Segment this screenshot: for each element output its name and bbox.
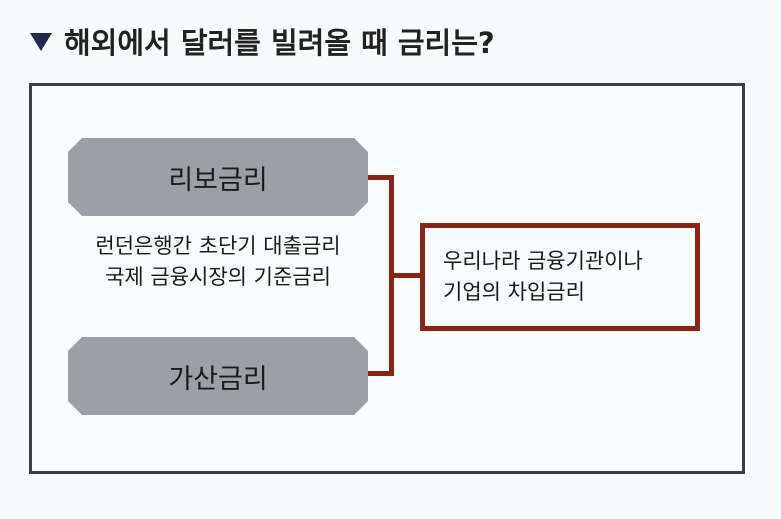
spread-rate-box: 가산금리	[68, 337, 368, 415]
libor-rate-label: 리보금리	[168, 164, 268, 196]
libor-description-line-1: 런던은행간 초단기 대출금리	[95, 234, 341, 258]
borrowing-rate-box: 우리나라 금융기관이나 기업의 차입금리	[420, 223, 700, 331]
diagram-title-text: 해외에서 달러를 빌려올 때 금리는?	[64, 26, 495, 60]
spread-rate-label: 가산금리	[168, 363, 268, 395]
diagram-title: 해외에서 달러를 빌려올 때 금리는?	[30, 18, 495, 64]
borrowing-rate-line-1: 우리나라 금융기관이나	[443, 249, 643, 273]
borrowing-rate-line-2: 기업의 차입금리	[443, 280, 585, 304]
libor-rate-box: 리보금리	[68, 138, 368, 216]
combine-bracket	[368, 175, 394, 376]
triangle-marker-icon	[30, 33, 52, 51]
combine-connector-line	[394, 273, 422, 278]
libor-description-line-2: 국제 금융시장의 기준금리	[105, 265, 331, 289]
libor-description: 런던은행간 초단기 대출금리 국제 금융시장의 기준금리	[68, 231, 368, 293]
